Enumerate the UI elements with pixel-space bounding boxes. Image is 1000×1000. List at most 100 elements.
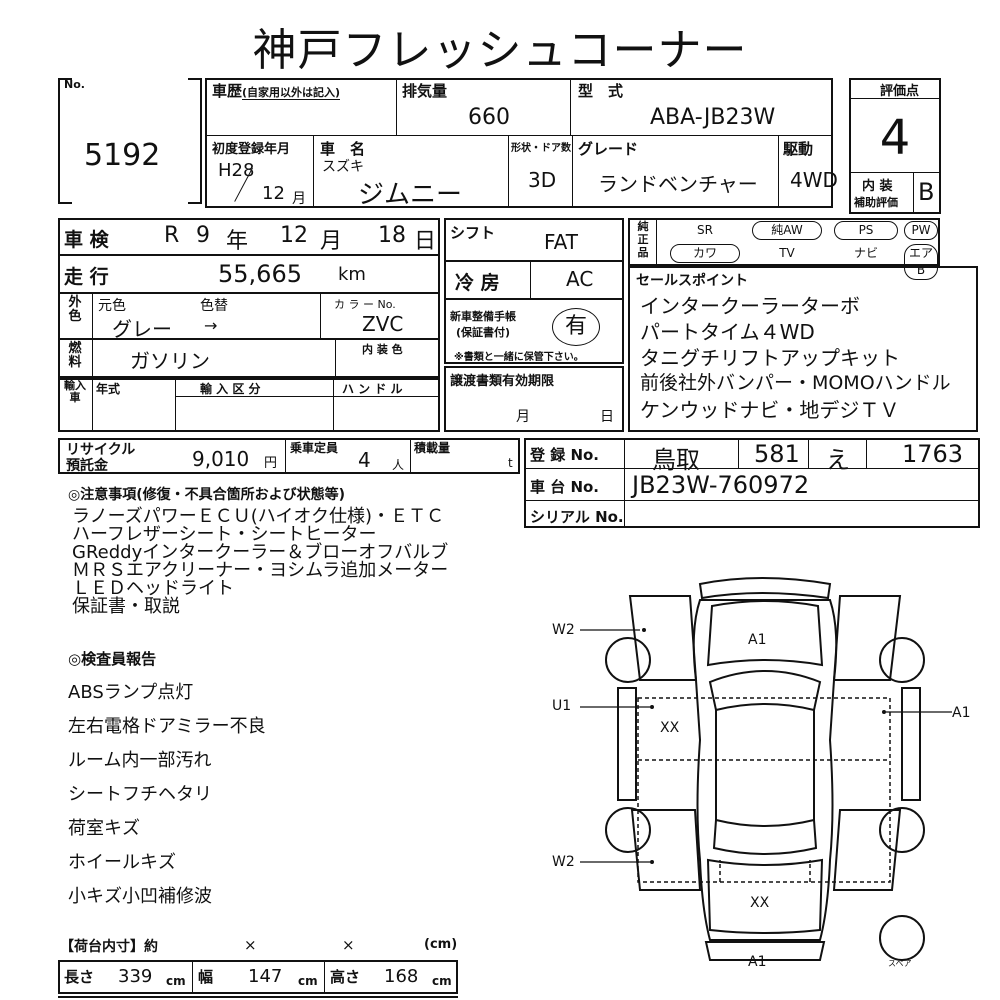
car-maker: スズキ xyxy=(322,159,364,175)
lot-bracket-right xyxy=(188,78,202,204)
option-tv: TV xyxy=(779,246,795,260)
import-handle-label: ハ ン ド ル xyxy=(342,382,403,396)
note-line: ハーフレザーシート・シートヒーター xyxy=(72,524,377,545)
cargo-width-label: 幅 xyxy=(198,968,214,986)
inspector-line: シートフチヘタリ xyxy=(68,784,212,805)
sales-point: 前後社外バンパー・MOMOハンドル xyxy=(640,372,951,394)
cargo-height-label: 高さ xyxy=(330,968,361,986)
cargo-height: 168 xyxy=(384,966,419,987)
lot-no-label: No. xyxy=(64,78,85,91)
inspector-line: ABSランプ点灯 xyxy=(68,682,194,703)
inspector-title: ◎検査員報告 xyxy=(68,650,157,668)
cargo-title: 【荷台内寸】約 xyxy=(60,939,158,955)
lot-bracket-left xyxy=(58,78,72,204)
serial-label: シリアル No. xyxy=(530,508,624,526)
transfer-month-unit: 月 xyxy=(516,409,530,425)
doors-label: 形状・ドア数 xyxy=(511,143,571,154)
note-line: ＭＲＳエアクリーナー・ヨシムラ追加メーター xyxy=(72,560,449,581)
first-reg-month: 12 xyxy=(262,183,285,204)
sales-point: タニグチリフトアップキット xyxy=(640,346,900,370)
inspection-year-unit: 年 xyxy=(226,229,249,254)
inspection-label: 車 検 xyxy=(64,229,109,251)
cargo-height-unit: cm xyxy=(432,974,452,988)
sales-point: パートタイム４WD xyxy=(640,320,815,344)
note-line: GReddyインタークーラー＆ブローオフバルブ xyxy=(72,542,449,563)
inspection-day: 18 xyxy=(378,223,406,248)
mileage-label: 走 行 xyxy=(64,266,109,288)
registration-box xyxy=(524,438,980,528)
note-line: 保証書・取説 xyxy=(72,596,180,617)
import-class-label: 輸 入 区 分 xyxy=(200,382,261,396)
fuel-side-label: 燃料 xyxy=(68,341,82,370)
option-leather: カワ xyxy=(670,244,740,263)
sales-label: セールスポイント xyxy=(636,273,748,289)
color-code-value: ZVC xyxy=(362,312,404,336)
cargo-times-1: × xyxy=(244,936,257,954)
recycle-value: 9,010 xyxy=(192,447,250,471)
inspection-era: R xyxy=(164,223,180,248)
first-reg-label: 初度登録年月 xyxy=(212,142,291,157)
diagram-a1-top: A1 xyxy=(748,632,767,648)
fuel-box xyxy=(58,338,440,378)
first-reg-month-unit: 月 xyxy=(292,191,306,207)
notes-title: ◎注意事項(修復・不具合箇所および状態等) xyxy=(68,487,346,503)
orig-color-label: 元色 xyxy=(98,298,126,314)
recycle-sub-label: 預託金 xyxy=(66,458,108,474)
shift-label: シフト xyxy=(450,224,496,242)
drive-value: 4WD xyxy=(790,168,838,192)
history-label: 車歴(自家用以外は記入) xyxy=(212,82,341,100)
note-line: ラノーズパワーＥＣＵ(ハイオク仕様)・ＥＴＣ xyxy=(72,506,445,527)
capacity-value: 4 xyxy=(358,448,371,472)
ac-label: 冷 房 xyxy=(455,272,500,294)
cargo-length-unit: cm xyxy=(166,974,186,988)
diagram-w2-top: W2 xyxy=(552,622,575,638)
cargo-dims-box xyxy=(58,960,458,994)
registration-number: 1763 xyxy=(902,440,964,468)
capacity-label: 乗車定員 xyxy=(290,441,339,455)
diagram-w2-bottom: W2 xyxy=(552,854,575,870)
mileage-unit: km xyxy=(338,264,366,285)
displacement-value: 660 xyxy=(468,105,510,130)
ac-value: AC xyxy=(566,267,594,291)
option-alloy-wheel: 純AW xyxy=(752,221,822,240)
grade-label: グレード xyxy=(578,140,639,158)
car-name-label: 車 名 xyxy=(320,140,366,158)
grade-value: ランドベンチャー xyxy=(598,172,758,196)
options-box xyxy=(628,218,940,266)
car-diagram xyxy=(580,577,952,961)
score-value: 4 xyxy=(879,110,911,166)
cargo-unit: (cm) xyxy=(424,937,458,952)
option-navi: ナビ xyxy=(853,246,878,260)
orig-color-value: グレー xyxy=(112,317,172,341)
interior-sub-label: 補助評価 xyxy=(854,196,898,209)
load-label: 積載量 xyxy=(414,441,451,455)
change-color-label: 色替 xyxy=(200,298,228,314)
maintenance-value: 有 xyxy=(552,308,600,346)
note-line: ＬＥＤヘッドライト xyxy=(72,578,234,599)
interior-label: 内 装 xyxy=(862,179,893,194)
inspector-line: ホイールキズ xyxy=(68,852,176,873)
inspection-month: 12 xyxy=(280,223,308,248)
registration-class: 581 xyxy=(754,440,800,468)
option-airbag: エアB xyxy=(904,244,938,280)
cargo-length: 339 xyxy=(118,966,153,987)
transfer-label: 譲渡書類有効期限 xyxy=(450,374,555,389)
chassis-label: 車 台 No. xyxy=(530,478,600,496)
diagram-u1: U1 xyxy=(552,698,572,714)
maintenance-note: ※書類と一緒に保管下さい。 xyxy=(454,352,584,363)
inspector-line: 左右電格ドアミラー不良 xyxy=(68,716,266,737)
color-arrow: → xyxy=(204,316,218,335)
chassis-value: JB23W-760972 xyxy=(632,471,810,499)
displacement-label: 排気量 xyxy=(402,82,448,100)
lot-number: 5192 xyxy=(84,138,161,173)
page-title: 神戸フレッシュコーナー xyxy=(252,25,748,76)
diagram-a1-right: A1 xyxy=(952,705,971,721)
diagram-xx-1: XX xyxy=(660,720,680,736)
cargo-times-2: × xyxy=(342,936,355,954)
options-side-label: 純正品 xyxy=(637,220,649,259)
inspection-month-unit: 月 xyxy=(320,229,343,254)
import-side-label: 輸入車 xyxy=(64,379,86,404)
capacity-unit: 人 xyxy=(392,458,405,472)
maintenance-label: 新車整備手帳 xyxy=(450,310,516,323)
option-ps: PS xyxy=(834,221,898,240)
